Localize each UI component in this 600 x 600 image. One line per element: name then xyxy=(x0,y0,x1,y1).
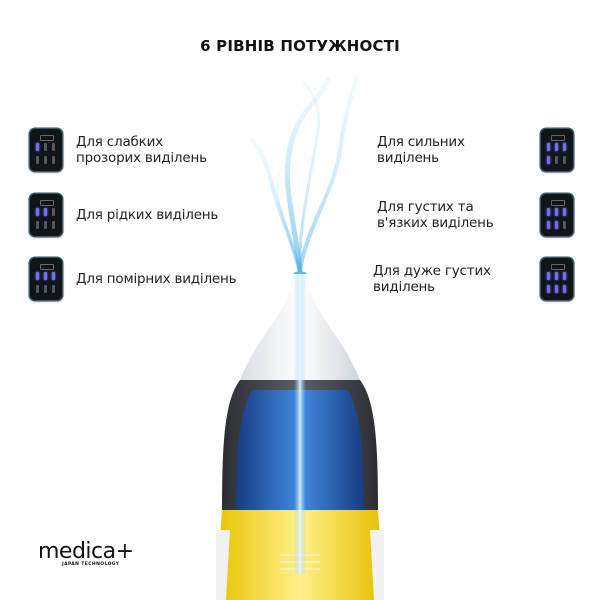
level-4-device-icon xyxy=(541,129,573,171)
nasal-aspirator-illustration xyxy=(216,76,384,600)
level-4-item: Для сильних виділень xyxy=(377,129,573,171)
level-1-label: Для слабких прозорих виділень xyxy=(76,134,207,166)
level-4-label: Для сильних виділень xyxy=(377,134,465,166)
page-title: 6 РІВНІВ ПОТУЖНОСТІ xyxy=(200,37,400,55)
level-1-device-icon xyxy=(30,129,62,171)
level-6-label: Для дуже густих виділень xyxy=(373,263,491,295)
level-1-item: Для слабких прозорих виділень xyxy=(30,129,207,171)
level-3-label: Для помірних виділень xyxy=(76,271,237,287)
level-5-device-icon xyxy=(541,194,573,236)
level-2-device-icon xyxy=(30,194,62,236)
level-2-item: Для рідких виділень xyxy=(30,194,218,236)
brand-logo: medica+ JAPAN TECHNOLOGY xyxy=(38,539,134,568)
level-5-label: Для густих та в'язких виділень xyxy=(377,199,494,231)
level-3-device-icon xyxy=(30,258,62,300)
level-5-item: Для густих та в'язких виділень xyxy=(377,194,573,236)
level-6-item: Для дуже густих виділень xyxy=(373,258,573,300)
level-3-item: Для помірних виділень xyxy=(30,258,237,300)
level-6-device-icon xyxy=(541,258,573,300)
level-2-label: Для рідких виділень xyxy=(76,207,219,223)
